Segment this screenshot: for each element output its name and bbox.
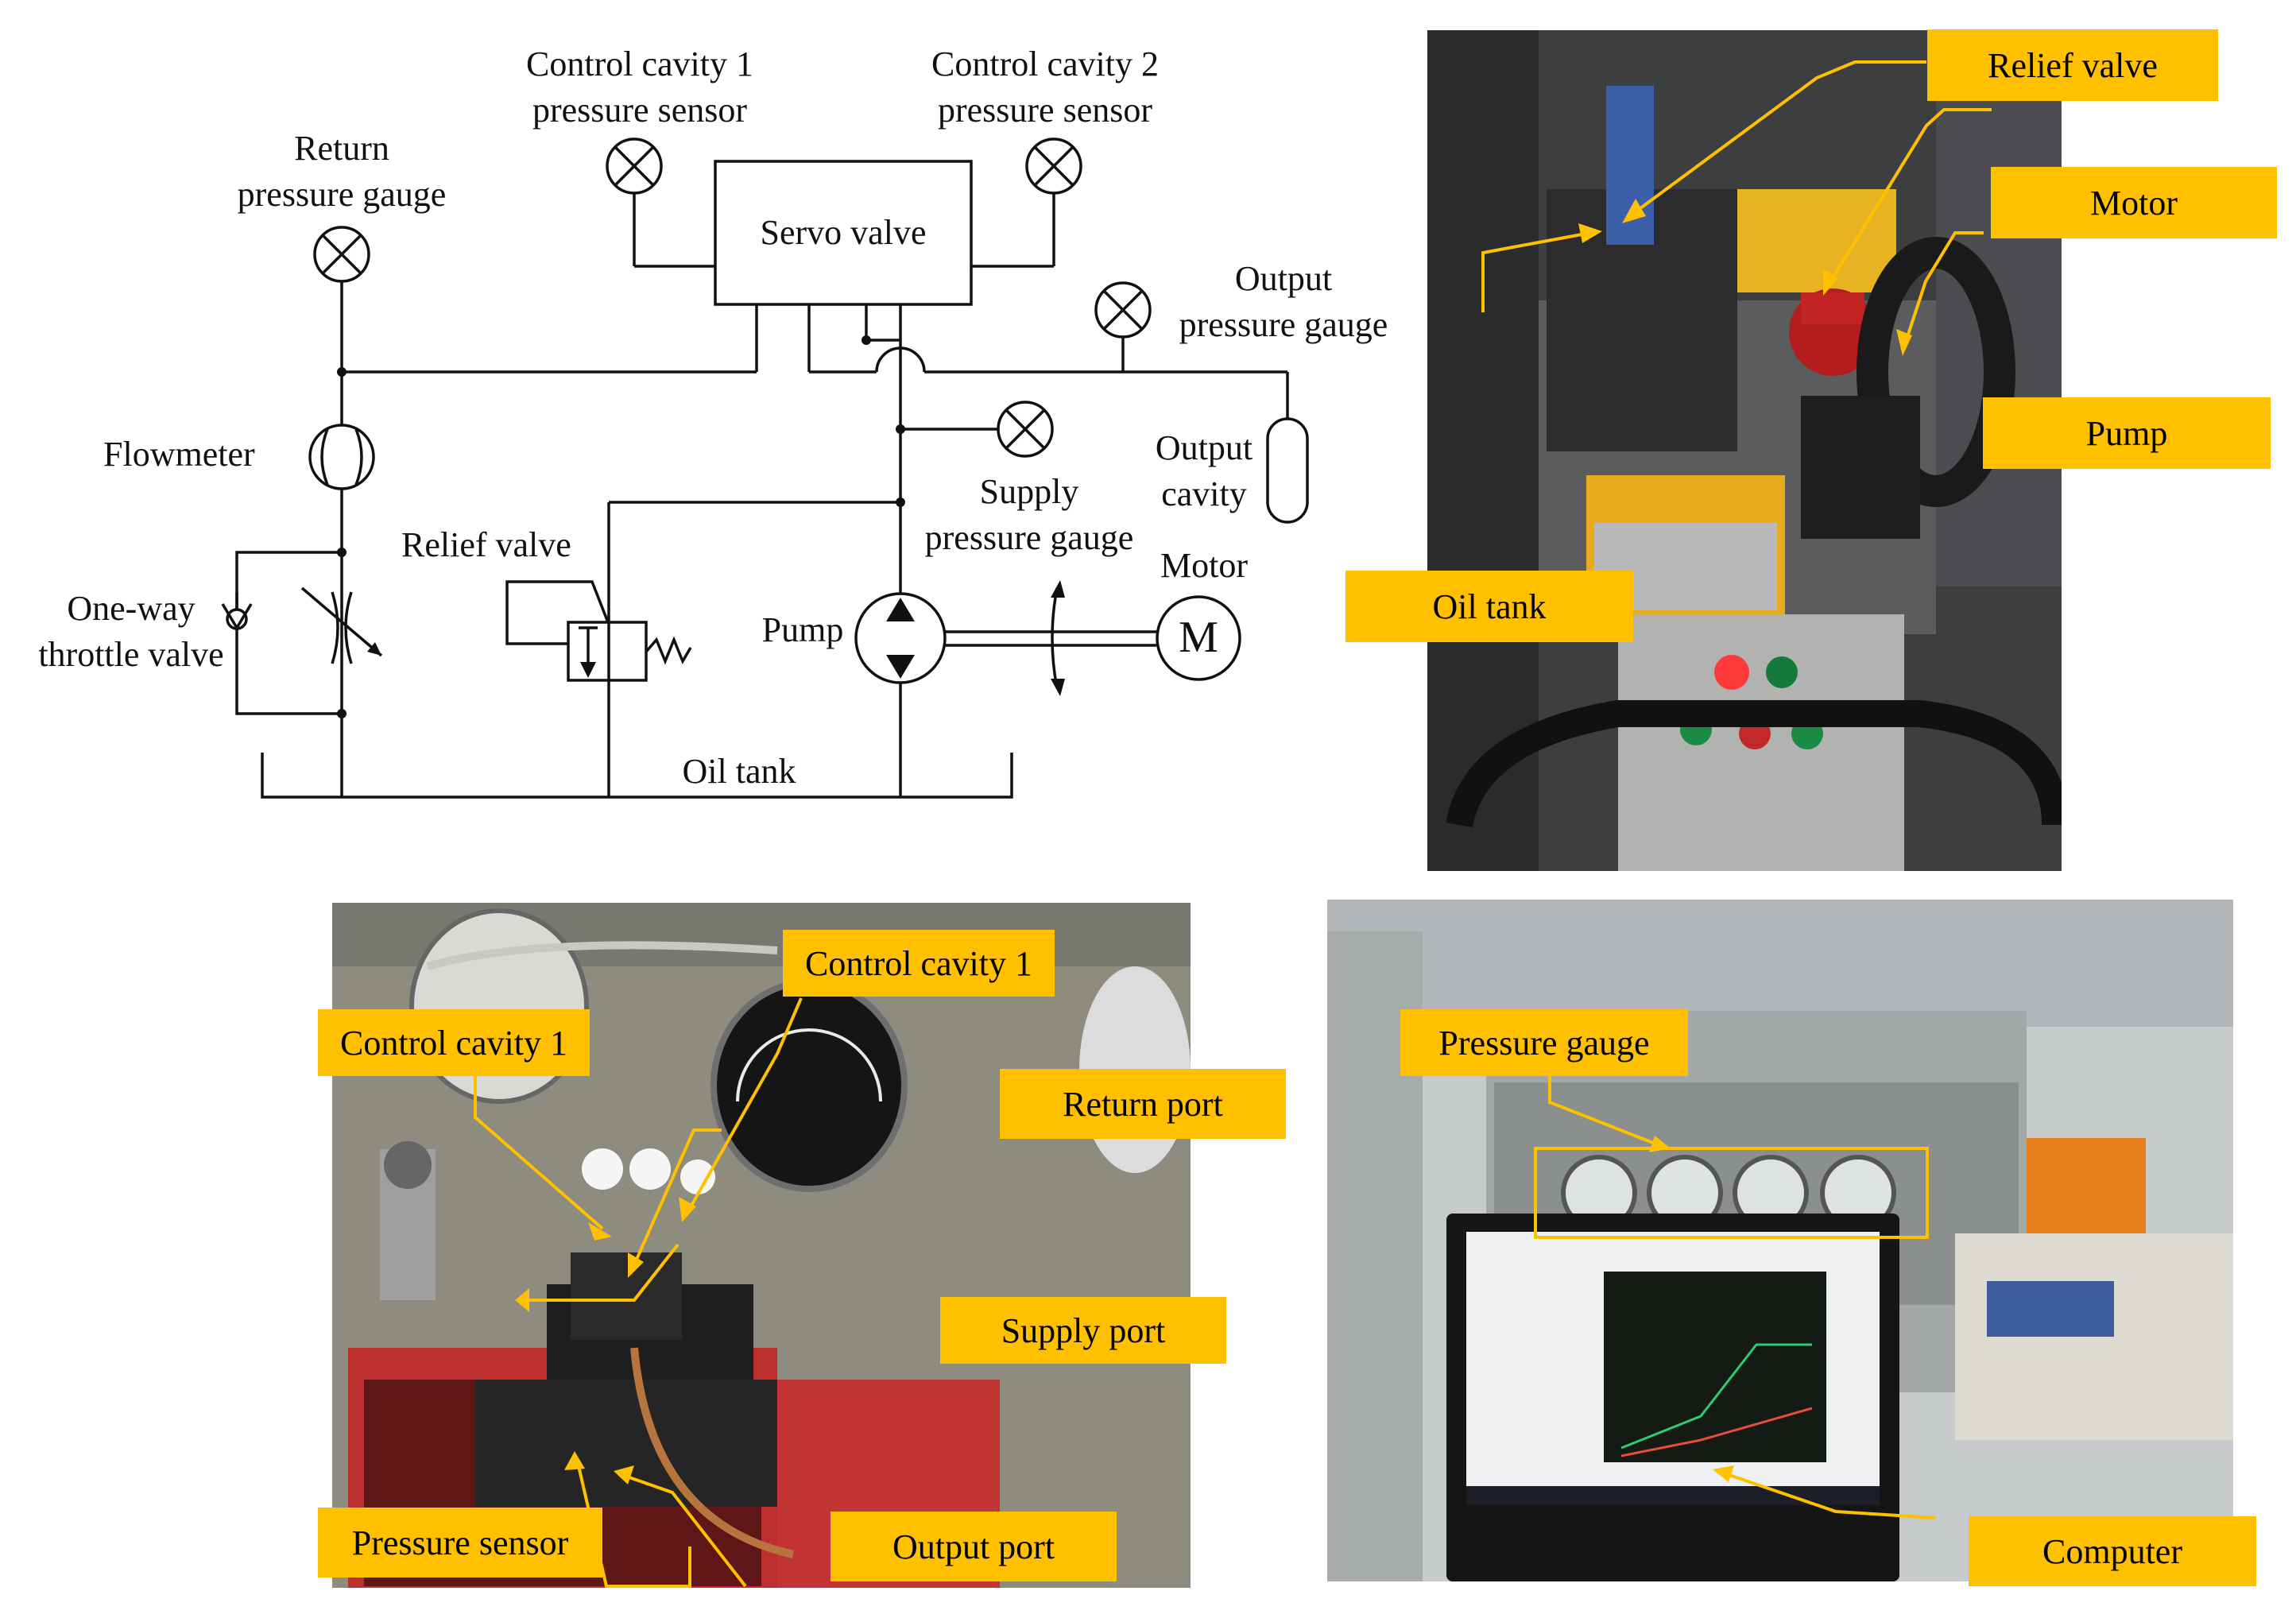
callout-pressure-sensor: Pressure sensor [318,1508,602,1577]
callout-pump: Pump [1983,397,2271,469]
photo-valve-bench [332,903,1191,1588]
supply-gauge-label-line1: Supply [979,472,1079,511]
supply-gauge-label: Supply pressure gauge [902,469,1156,561]
throttle-valve-label-line2: throttle valve [38,635,224,674]
motor-label: Motor [1160,546,1248,585]
callout-pressure-gauge: Pressure gauge [1400,1009,1688,1076]
output-cavity-label-line1: Output [1155,428,1253,467]
supply-gauge-label-line2: pressure gauge [924,518,1134,557]
photo-test-rig [1327,900,2233,1581]
output-gauge-label-line1: Output [1234,259,1333,298]
output-gauge-label-line2: pressure gauge [1179,305,1388,344]
relief-valve-body [567,621,648,682]
return-gauge-label-line1: Return [294,129,389,168]
cc2-sensor-label-line2: pressure sensor [937,91,1153,130]
flowmeter-symbol [308,424,375,490]
output-pressure-gauge-symbol [1094,281,1152,339]
callout-computer: Computer [1969,1516,2256,1586]
throttle-restriction-symbol [300,586,383,664]
callout-relief-valve: Relief valve [1927,29,2218,101]
pressure-gauge-highlight-box [1534,1147,1929,1239]
callout-supply-port: Supply port [940,1297,1226,1364]
cc1-sensor-label-line2: pressure sensor [532,91,748,130]
callout-control-cavity-1-top: Control cavity 1 [783,930,1055,997]
photo-pump-station [1427,30,2062,871]
flowmeter-label: Flowmeter [103,435,255,474]
return-pressure-gauge-symbol [313,226,370,283]
hydraulic-schematic [221,137,1309,799]
motor-symbol [1156,595,1241,681]
cc1-sensor-label: Control cavity 1 pressure sensor [493,41,787,134]
servo-valve-box [714,160,973,306]
output-gauge-label: Output pressure gauge [1152,256,1415,348]
oil-tank-label: Oil tank [682,752,796,791]
return-gauge-label: Return pressure gauge [207,126,477,218]
callout-output-port: Output port [831,1512,1117,1581]
callout-oil-tank: Oil tank [1345,571,1633,642]
cc2-sensor-label: Control cavity 2 pressure sensor [898,41,1192,134]
throttle-valve-label: One-way throttle valve [16,586,246,678]
cc1-pressure-sensor-symbol [606,137,663,195]
throttle-valve-label-line1: One-way [67,589,196,628]
return-gauge-label-line2: pressure gauge [237,175,447,214]
callout-motor: Motor [1991,167,2277,238]
valve-bench-pointers [474,997,803,1588]
pump-symbol [854,592,947,684]
junction-dots [337,335,905,718]
callout-control-cavity-1-left: Control cavity 1 [318,1009,590,1076]
callout-return-port: Return port [1000,1069,1286,1139]
cc2-sensor-label-line1: Control cavity 2 [931,45,1159,83]
pump-label: Pump [761,610,844,649]
output-cavity-shape [1266,417,1309,524]
cc1-sensor-label-line1: Control cavity 1 [526,45,753,83]
pump-station-pointers [1481,60,1992,356]
output-cavity-label: Output cavity [1125,425,1284,517]
relief-valve-label: Relief valve [401,525,571,564]
supply-pressure-gauge-symbol [997,401,1054,458]
motor-symbol-letter: M [1179,613,1218,662]
cc2-pressure-sensor-symbol [1025,137,1082,195]
rotation-arrow-symbol [1051,587,1059,689]
servo-valve-label: Servo valve [760,213,927,252]
output-cavity-label-line2: cavity [1161,474,1247,513]
check-valve-symbol [221,603,253,631]
test-rig-pointers [1534,1019,1937,1519]
